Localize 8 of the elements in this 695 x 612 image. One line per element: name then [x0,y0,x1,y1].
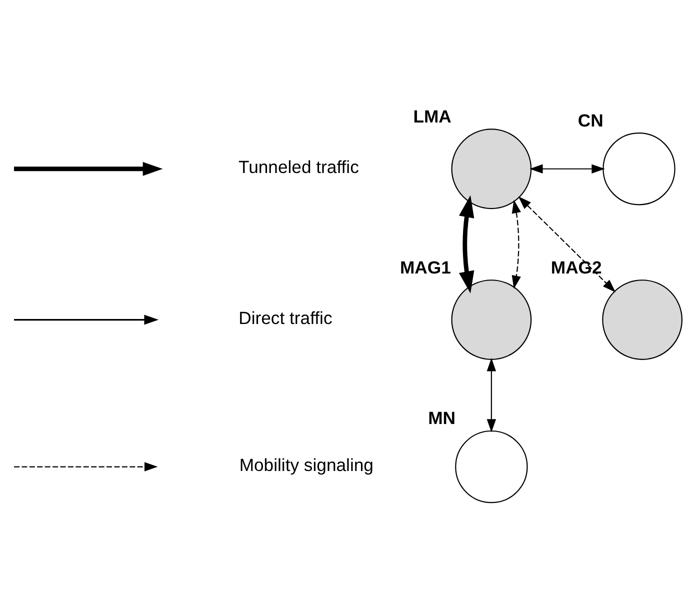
node-label: MN [428,408,456,428]
legend-label: Mobility signaling [239,454,374,475]
node-label: CN [578,110,604,130]
legend-label: Tunneled traffic [238,157,359,178]
node-label: MAG2 [550,257,602,278]
legend-label: Direct traffic [238,308,332,328]
node-label: MAG1 [400,257,451,278]
node-label: LMA [413,106,452,126]
